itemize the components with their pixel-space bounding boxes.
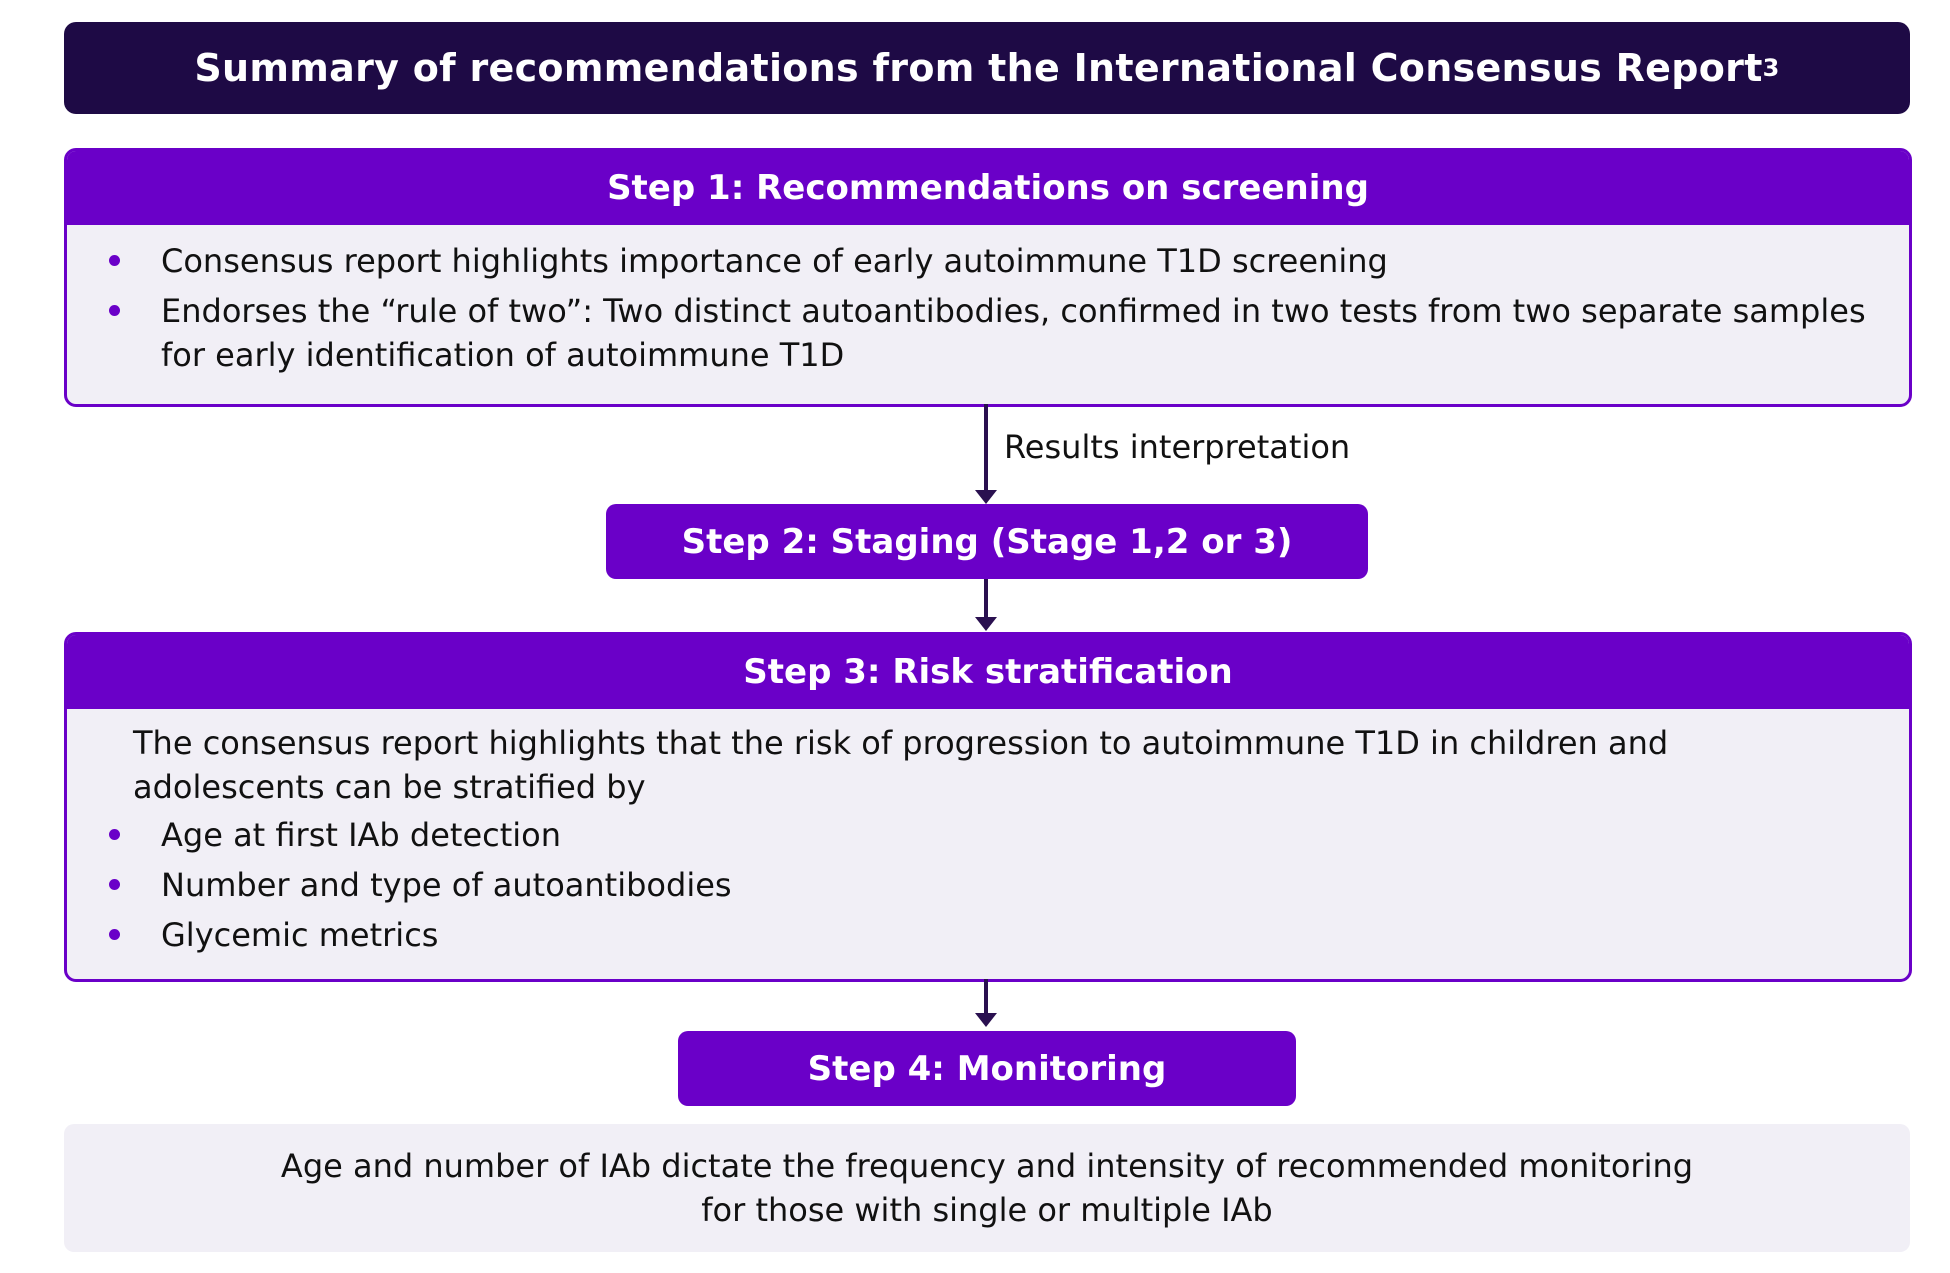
step3-bullet-text: Glycemic metrics: [161, 916, 439, 954]
monitoring-line-1: Age and number of IAb dictate the freque…: [280, 1147, 1694, 1185]
step3-box: Step 3: Risk stratification The consensu…: [64, 632, 1912, 982]
step1-heading: Step 1: Recommendations on screening: [67, 151, 1909, 225]
bullet-dot-icon: [109, 305, 120, 316]
step3-bullet-text: Number and type of autoantibodies: [161, 866, 732, 904]
arrow-down-icon: [975, 490, 997, 504]
diagram-title: Summary of recommendations from the Inte…: [64, 22, 1910, 114]
arrow-down-icon: [975, 1013, 997, 1027]
step3-bullet: Age at first IAb detection: [107, 813, 1869, 857]
step3-bullet-text: Age at first IAb detection: [161, 816, 562, 854]
step1-bullet-list: Consensus report highlights importance o…: [107, 239, 1869, 377]
connector-line: [984, 979, 988, 1015]
monitoring-description: Age and number of IAb dictate the freque…: [64, 1124, 1910, 1252]
bullet-dot-icon: [109, 929, 120, 940]
monitoring-line-2: for those with single or multiple IAb: [701, 1191, 1273, 1229]
diagram-title-text: Summary of recommendations from the Inte…: [194, 46, 1763, 90]
step1-body: Consensus report highlights importance o…: [67, 225, 1909, 377]
connector-line: [984, 404, 988, 492]
step2-box: Step 2: Staging (Stage 1,2 or 3): [606, 504, 1368, 579]
step1-box: Step 1: Recommendations on screening Con…: [64, 148, 1912, 407]
step1-bullet: Consensus report highlights importance o…: [107, 239, 1869, 283]
arrow-down-icon: [975, 617, 997, 631]
step4-box: Step 4: Monitoring: [678, 1031, 1296, 1106]
step3-bullet-list: Age at first IAb detection Number and ty…: [107, 813, 1869, 957]
step1-bullet-text: Endorses the “rule of two”: Two distinct…: [161, 292, 1866, 374]
step1-bullet: Endorses the “rule of two”: Two distinct…: [107, 289, 1869, 377]
connector-label: Results interpretation: [1004, 428, 1351, 466]
bullet-dot-icon: [109, 879, 120, 890]
step3-intro: The consensus report highlights that the…: [133, 724, 1669, 806]
step3-bullet: Number and type of autoantibodies: [107, 863, 1869, 907]
step2-heading: Step 2: Staging (Stage 1,2 or 3): [681, 521, 1293, 562]
step3-heading: Step 3: Risk stratification: [67, 635, 1909, 709]
step4-heading: Step 4: Monitoring: [807, 1048, 1167, 1089]
step1-bullet-text: Consensus report highlights importance o…: [161, 242, 1388, 280]
connector-line: [984, 579, 988, 619]
bullet-dot-icon: [109, 255, 120, 266]
step3-bullet: Glycemic metrics: [107, 913, 1869, 957]
bullet-dot-icon: [109, 829, 120, 840]
step3-body: The consensus report highlights that the…: [67, 709, 1909, 957]
